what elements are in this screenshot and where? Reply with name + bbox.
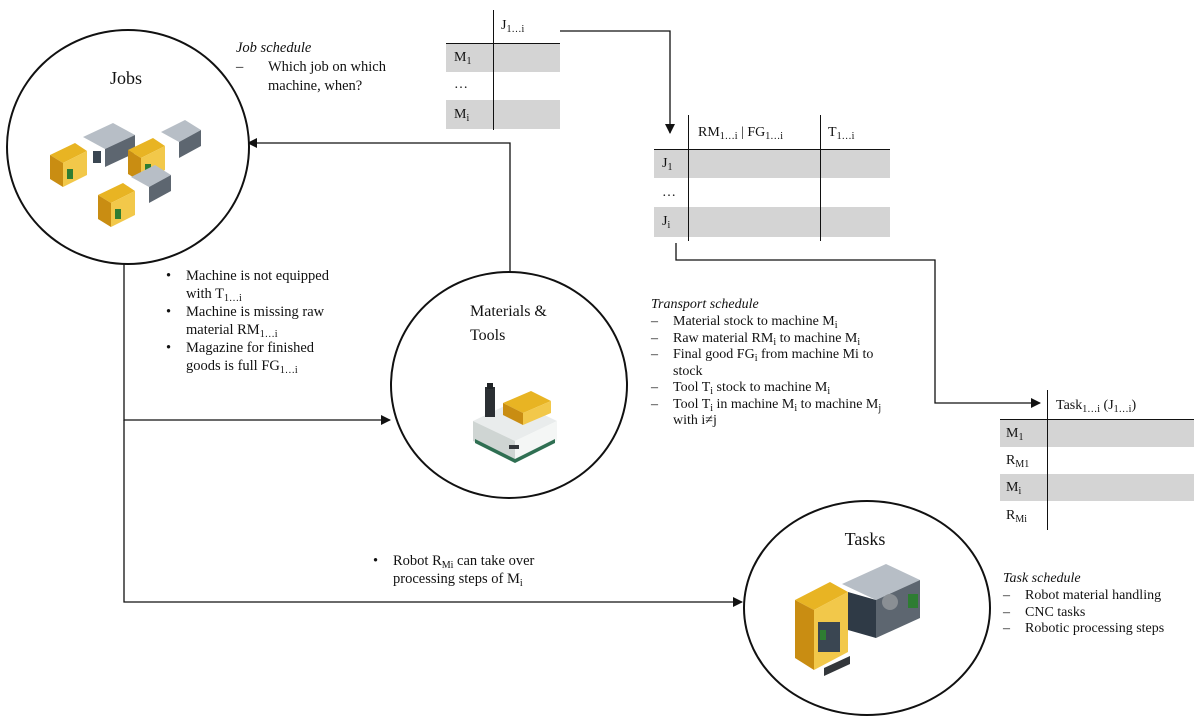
materials-label-line1: Materials & — [470, 303, 547, 320]
transport-table: RM1…i | FG1…i T1…i J1 … Ji — [654, 115, 890, 241]
factory-cell-1 — [50, 123, 135, 187]
transport-schedule-title: Transport schedule — [651, 297, 759, 312]
factory-cell-3 — [98, 165, 171, 227]
transport-schedule-list: Material stock to machine Mi Raw materia… — [651, 314, 881, 430]
transport-item: Tool Ti in machine Mi to machine Mjwith … — [651, 397, 881, 430]
task-schedule-item: CNC tasks — [1003, 605, 1164, 622]
job-schedule-item: Which job on which machine, when? — [236, 58, 386, 96]
transport-row-label: Ji — [662, 214, 671, 231]
job-table-row-label: Mi — [454, 107, 470, 124]
agv-robot-illustration — [473, 383, 557, 463]
job-schedule-item-line2: machine, when? — [268, 78, 363, 94]
task-col-header: Task1…i (J1…i) — [1056, 398, 1137, 415]
job-schedule-item-line1: Which job on which — [268, 59, 386, 75]
job-table-row-shade-1 — [446, 44, 560, 72]
task-row-label: M1 — [1006, 426, 1024, 443]
job-table-col-header: J1…i — [501, 18, 525, 35]
job-schedule-title: Job schedule — [236, 40, 312, 56]
task-table: Task1…i (J1…i) M1 RM1 Mi RMi — [1000, 390, 1194, 530]
transport-item: Raw material RMi to machine Mi — [651, 331, 881, 348]
transport-row-label: J1 — [662, 156, 673, 173]
task-schedule-title: Task schedule — [1003, 571, 1081, 586]
task-schedule-item: Robot material handling — [1003, 588, 1164, 605]
task-row-label: RMi — [1006, 508, 1028, 525]
transport-item: Tool Ti stock to machine Mi — [651, 380, 881, 397]
task-row-label: Mi — [1006, 480, 1022, 497]
factory-cells-illustration — [50, 120, 201, 227]
transport-col-header-tools: T1…i — [828, 125, 855, 142]
task-schedule-item: Robotic processing steps — [1003, 621, 1164, 638]
job-schedule-list: Which job on which machine, when? — [236, 58, 386, 96]
transport-row-label: … — [662, 185, 676, 200]
factory-cell-illustration — [795, 564, 920, 676]
jobs-to-tasks-arrow — [123, 420, 743, 607]
job-table-row-label: M1 — [454, 50, 472, 67]
job-table-row-shade-3 — [446, 100, 560, 129]
task-row-label: RM1 — [1006, 453, 1030, 470]
materials-to-jobs-arrow — [247, 138, 511, 272]
transport-row-shade-3 — [654, 207, 890, 237]
task-row-shade-1 — [1000, 420, 1194, 447]
jobs-label: Jobs — [109, 68, 142, 88]
job-schedule-table: J1…i M1 … Mi — [446, 10, 560, 132]
materials-label-line2: Tools — [470, 327, 506, 344]
tasks-label: Tasks — [844, 529, 886, 549]
materials-tools-node — [390, 271, 628, 499]
transport-item: Material stock to machine Mi — [651, 314, 881, 331]
transport-col-header-rm-fg: RM1…i | FG1…i — [698, 125, 784, 142]
task-schedule-list: Robot material handling CNC tasks Roboti… — [1003, 588, 1164, 638]
transport-to-task-arrow — [675, 243, 1041, 408]
job-to-transport-arrow — [560, 30, 675, 134]
task-row-shade-3 — [1000, 474, 1194, 501]
job-table-row-label: … — [454, 77, 468, 92]
transport-row-shade-1 — [654, 150, 890, 178]
materials-tools-label: Materials & Tools — [470, 300, 547, 348]
